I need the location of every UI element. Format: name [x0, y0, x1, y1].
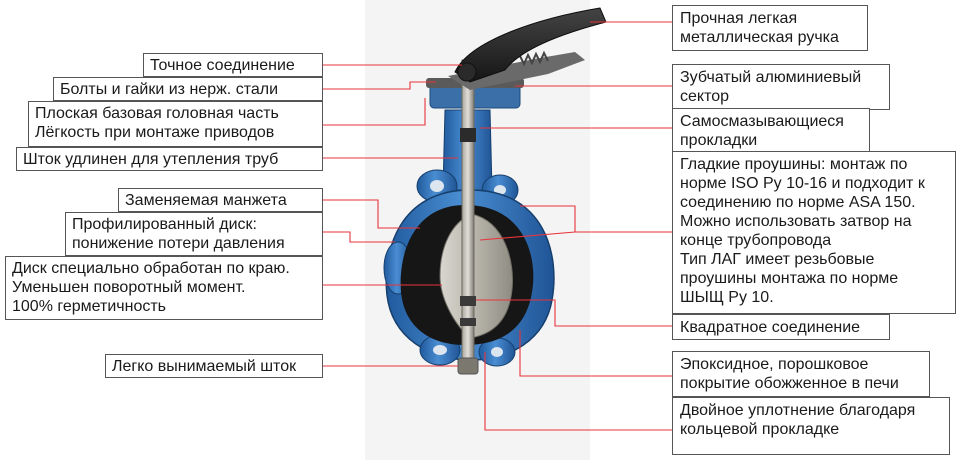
callout-replaceable-liner: Заменяемая манжета — [118, 188, 323, 212]
callout-text: Точное соединение — [150, 57, 295, 74]
callout-text-line3: соединению по норме ASA 150. — [680, 194, 916, 211]
callout-square-connection: Квадратное соединение — [672, 314, 890, 340]
callout-profiled-disc: Профилированный диск: понижение потери д… — [65, 212, 323, 256]
callout-text-line7: проушины монтажа по норме — [680, 270, 899, 287]
callout-disc-edge: Диск специально обработан по краю. Умень… — [5, 256, 323, 320]
handle — [454, 7, 607, 83]
callout-text-line1: Самосмазывающиеся — [680, 113, 844, 130]
callout-text-line1: Гладкие проушины: монтаж по — [680, 156, 908, 173]
leader-lugs — [520, 205, 672, 233]
leader-lugs-2 — [479, 231, 576, 241]
callout-handle: Прочная легкая металлическая ручка — [672, 5, 868, 51]
leader-square-connection — [476, 299, 672, 327]
callout-sector: Зубчатый алюминиевый сектор — [672, 64, 890, 110]
callout-text: Шток удлинен для утепления труб — [23, 151, 279, 168]
leader-lines — [322, 21, 672, 431]
callout-text: Заменяемая манжета — [125, 192, 287, 209]
callout-precise-connection: Точное соединение — [143, 53, 323, 77]
callout-text-line1: Диск специально обработан по краю. — [12, 260, 290, 277]
callout-stainless-bolts: Болты и гайки из нерж. стали — [53, 77, 323, 101]
callout-text-line5: конце трубопровода — [680, 232, 832, 249]
leader-epoxy — [519, 330, 672, 377]
callout-text-line2: норме ISO Py 10-16 и подходит к — [680, 175, 925, 192]
callout-text-line4: Можно использовать затвор на — [680, 213, 912, 230]
callout-text-line1: Плоская базовая головная часть — [35, 105, 279, 122]
callout-removable-stem: Легко вынимаемый шток — [105, 354, 323, 378]
callout-text-line2: Лёгкость при монтаже приводов — [35, 124, 275, 141]
leader-replaceable-liner — [322, 199, 420, 229]
leader-profiled-disc — [322, 231, 395, 243]
callout-text-line1: Двойное уплотнение благодаря — [680, 402, 916, 419]
callout-flat-head: Плоская базовая головная часть Лёгкость … — [28, 101, 323, 147]
callout-text-line2: прокладки — [680, 132, 758, 149]
callout-text-line1: Прочная легкая — [680, 10, 798, 27]
callout-text-line8: ШЫЩ Ру 10. — [680, 289, 774, 306]
callout-text-line2: металлическая ручка — [680, 29, 839, 46]
callout-text-line1: Эпоксидное, порошковое — [680, 356, 869, 373]
leader-flat-head — [322, 98, 426, 126]
valve-stem — [457, 59, 479, 375]
callout-double-seal: Двойное уплотнение благодаря кольцевой п… — [672, 397, 950, 455]
callout-lugs: Гладкие проушины: монтаж по норме ISO Py… — [672, 151, 956, 314]
callout-extended-stem: Шток удлинен для утепления труб — [16, 147, 323, 171]
callout-text: Легко вынимаемый шток — [112, 358, 297, 375]
callout-bushings: Самосмазывающиеся прокладки — [672, 108, 870, 154]
callout-text-line1: Зубчатый алюминиевый — [680, 69, 862, 86]
leader-stainless-bolts — [322, 81, 436, 90]
callout-text-line6: Тип ЛАГ имеет резьбовые — [680, 251, 875, 268]
callout-text: Болты и гайки из нерж. стали — [60, 81, 279, 98]
callout-text-line2: кольцевой прокладке — [680, 421, 840, 438]
leader-double-seal — [484, 352, 672, 431]
callout-text-line2: покрытие обожженное в печи — [680, 375, 899, 392]
callout-epoxy: Эпоксидное, порошковое покрытие обожженн… — [672, 351, 930, 397]
callout-text-line2: понижение потери давления — [72, 235, 285, 252]
callout-text-line2: сектор — [680, 88, 730, 105]
handle-assembly — [448, 7, 607, 90]
callout-text-line1: Профилированный диск: — [72, 216, 257, 233]
callout-text-line3: 100% герметичность — [12, 298, 167, 315]
callout-text: Квадратное соединение — [680, 319, 861, 336]
callout-text-line2: Уменьшен поворотный момент. — [12, 279, 246, 296]
